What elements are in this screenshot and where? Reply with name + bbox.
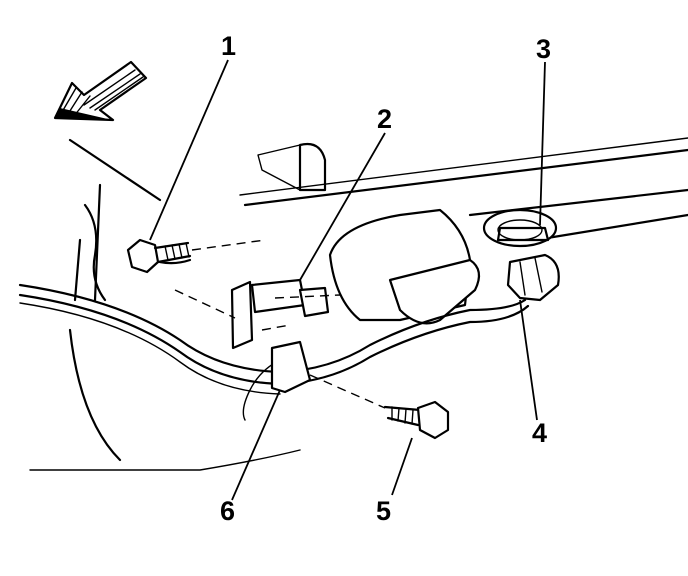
bolt-upper	[126, 238, 266, 274]
callout-3: 3	[536, 34, 551, 64]
wiring-harness	[18, 283, 530, 421]
callout-4: 4	[532, 418, 547, 448]
mounting-bracket	[328, 208, 481, 325]
callout-1: 1	[221, 31, 236, 61]
bolt-lower	[309, 374, 450, 440]
harness-clip	[174, 278, 341, 350]
harness-connector	[506, 253, 560, 302]
callout-6: 6	[220, 496, 235, 526]
leader-lines	[149, 59, 546, 501]
front-direction-arrow-icon	[53, 60, 148, 122]
callout-2: 2	[377, 104, 392, 134]
grommet	[482, 208, 558, 248]
callout-5: 5	[376, 496, 391, 526]
